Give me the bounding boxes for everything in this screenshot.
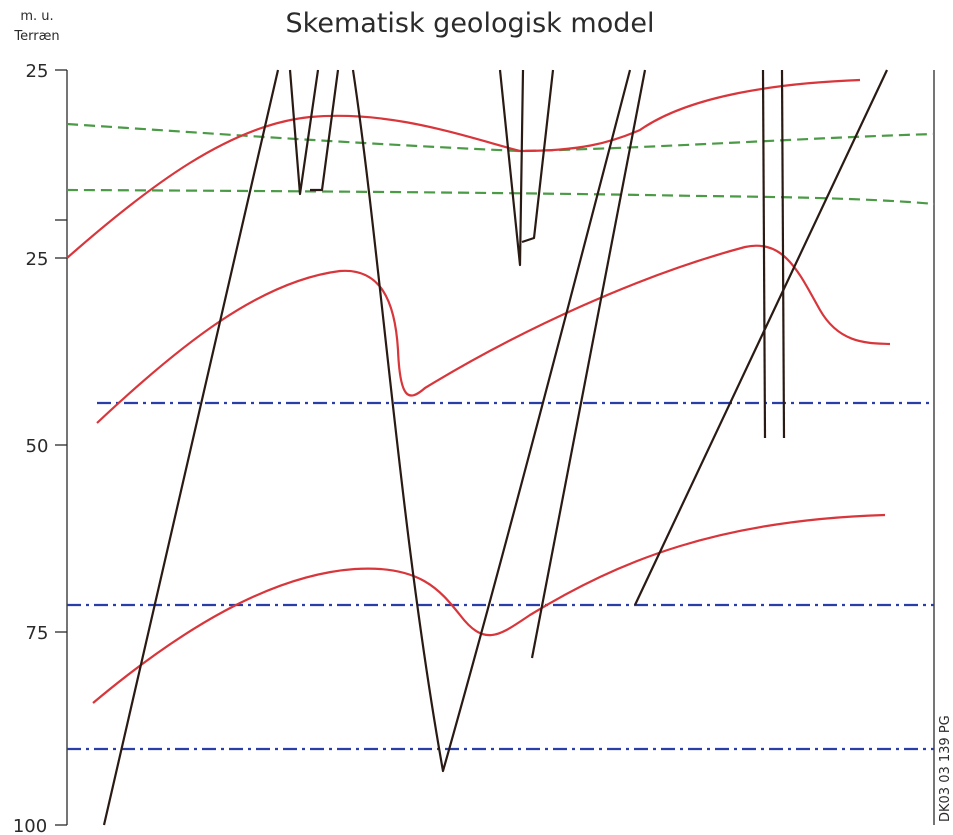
fault-left-long: [102, 69, 280, 826]
fault-narrow-center: [498, 69, 525, 267]
fault-vertical-1: [761, 69, 767, 439]
layer-boundary-1: [66, 78, 861, 259]
y-tick-label: 50: [26, 436, 49, 457]
y-tick-label: 25: [26, 249, 49, 270]
diagram-title: Skematisk geologisk model: [286, 8, 655, 39]
fault-v-graben: [351, 69, 632, 773]
fault-vertical-2: [780, 69, 786, 439]
layer-boundary-3: [92, 513, 886, 704]
layer-boundary-2: [96, 244, 891, 424]
dash-dot-levels: [67, 401, 934, 751]
dashed-level-lower: [66, 188, 935, 206]
fault-center-long: [530, 69, 647, 659]
fault-narrow-center-b: [521, 69, 555, 244]
y-tick-label: 100: [13, 816, 47, 835]
y-axis-ticks: [55, 69, 67, 826]
faults: [102, 69, 888, 826]
dashed-level-upper: [66, 122, 935, 153]
layer-boundaries: [66, 78, 891, 704]
y-tick-label: 75: [26, 623, 49, 644]
axis-unit-line2: Terræn: [13, 29, 59, 44]
figure-code: DK03 03 139 PG: [938, 715, 953, 822]
axis-unit-line1: m. u.: [20, 9, 53, 24]
fault-splinter-left: [288, 69, 320, 196]
fault-right-diagonal: [634, 69, 888, 606]
fault-splinter-right: [310, 69, 340, 192]
y-tick-label: 25: [26, 61, 49, 82]
dashed-levels: [66, 122, 935, 206]
